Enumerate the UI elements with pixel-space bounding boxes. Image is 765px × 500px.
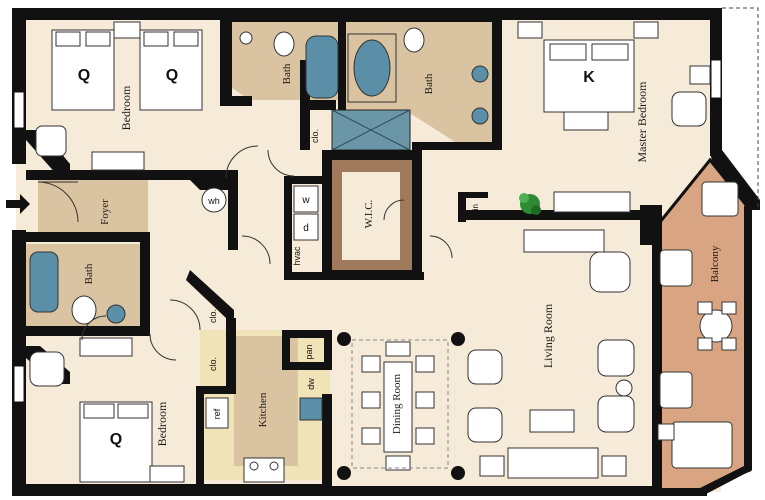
label-lin: lin xyxy=(471,204,480,212)
door-swings xyxy=(37,145,453,361)
walls xyxy=(12,8,760,496)
label-bath-top-right: Bath xyxy=(423,73,435,94)
label-living-room: Living Room xyxy=(541,303,555,368)
label-bath-mid-left: Bath xyxy=(83,263,95,284)
label-bedroom-bottom: Bedroom xyxy=(155,401,169,446)
label-closet-low: clo. xyxy=(208,357,218,371)
label-dining-room: Dining Room xyxy=(391,373,403,434)
label-closet-mid: clo. xyxy=(208,309,218,323)
label-hvac: hvac xyxy=(292,246,302,266)
entry-arrow-icon xyxy=(6,194,30,214)
label-foyer: Foyer xyxy=(99,199,111,225)
label-kitchen: Kitchen xyxy=(257,392,269,427)
furniture xyxy=(29,21,739,483)
window-bottom-left xyxy=(13,365,25,403)
label-k: K xyxy=(583,69,595,86)
label-d: d xyxy=(303,223,309,234)
label-master-bedroom: Master Bedroom xyxy=(635,81,649,163)
label-q1: Q xyxy=(78,67,90,84)
label-w: w xyxy=(301,195,310,206)
label-balcony: Balcony xyxy=(709,245,721,282)
window-master xyxy=(710,59,722,99)
label-dw: dw xyxy=(306,378,316,390)
label-pan: pan xyxy=(304,344,314,359)
plant-icon xyxy=(519,193,541,215)
label-q2: Q xyxy=(166,67,178,84)
label-wh: wh xyxy=(207,196,220,206)
label-wic: W.I.C. xyxy=(363,199,375,228)
label-bath-top-left: Bath xyxy=(281,63,293,84)
label-bedroom-left: Bedroom xyxy=(119,85,133,130)
label-closet-top: clo. xyxy=(310,129,320,143)
label-q3: Q xyxy=(110,431,122,448)
foyer-floor xyxy=(38,180,148,240)
dining-table xyxy=(383,361,413,453)
label-ref: ref xyxy=(212,408,222,419)
window-left xyxy=(13,91,25,129)
